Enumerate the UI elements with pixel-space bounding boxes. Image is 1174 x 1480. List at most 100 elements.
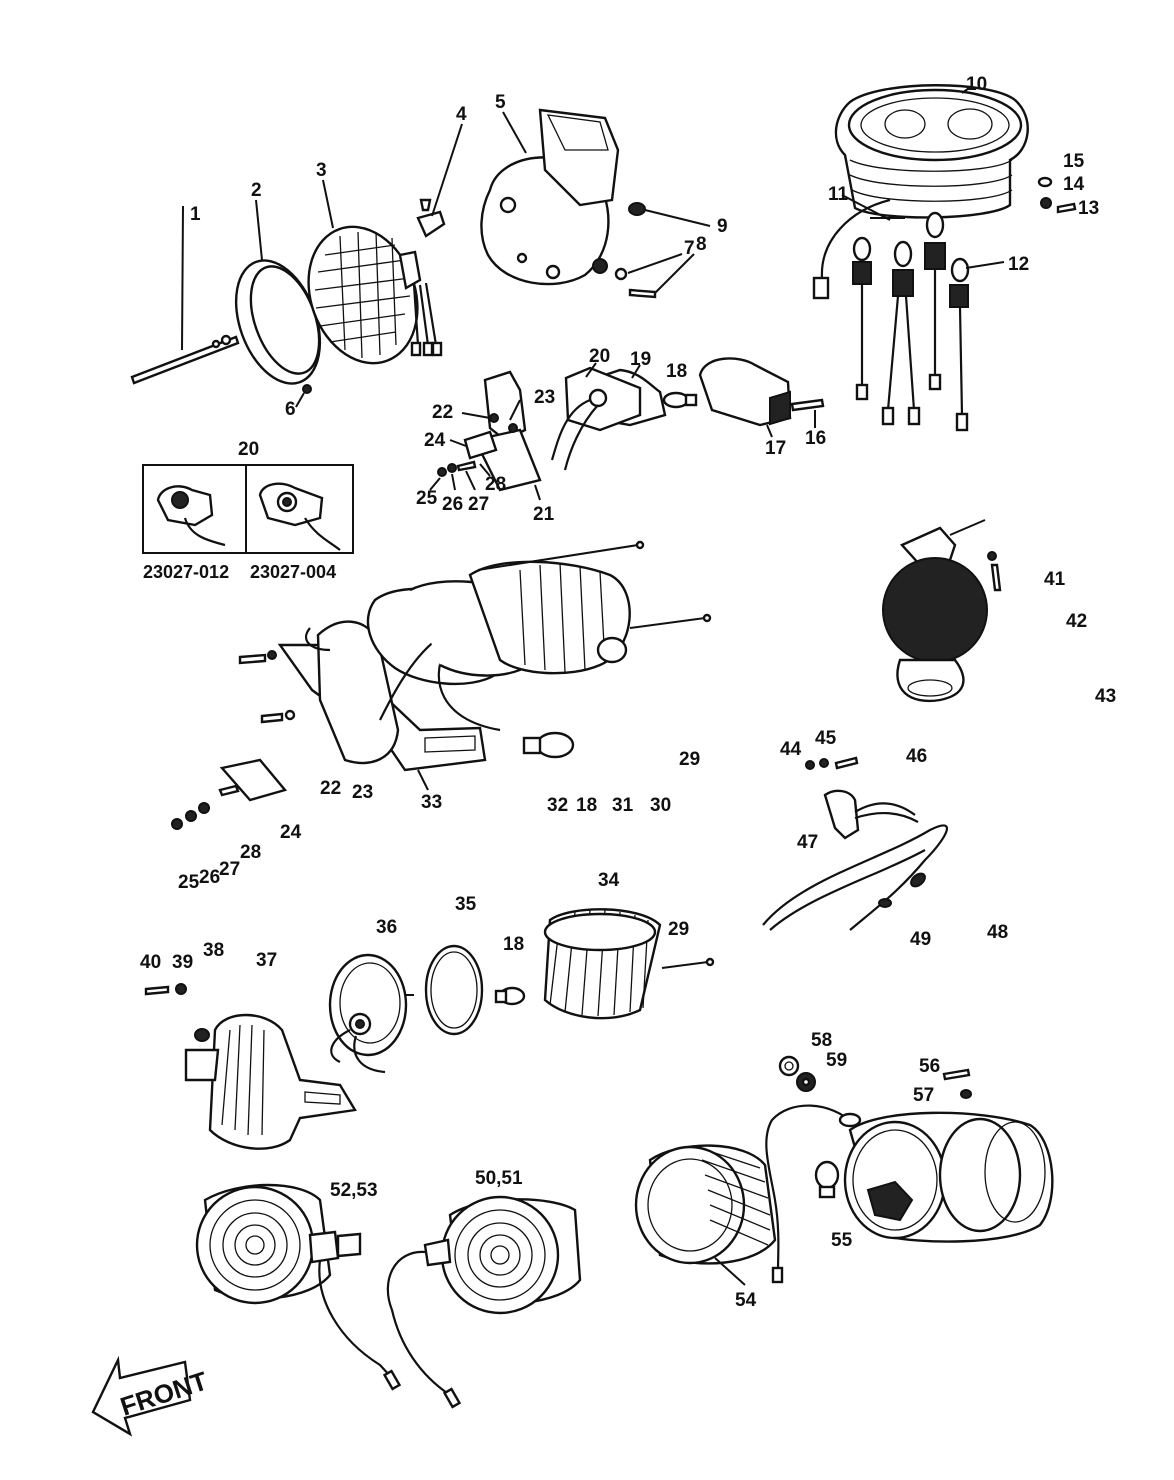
callout-35: 35 bbox=[455, 894, 477, 915]
callout-26a: 26 bbox=[442, 494, 463, 515]
callout-32: 32 bbox=[547, 795, 568, 816]
callout-23b: 23 bbox=[352, 782, 373, 803]
part-29-lower-screw bbox=[661, 957, 715, 969]
callout-45: 45 bbox=[815, 728, 837, 749]
callout-54: 54 bbox=[735, 1290, 757, 1311]
callout-7: 7 bbox=[684, 238, 695, 259]
part-41-42-horn-bolt bbox=[987, 551, 1002, 592]
part-7-washer bbox=[614, 253, 683, 281]
inset-box-part-20 bbox=[142, 464, 354, 554]
part-50-51-turn-signal bbox=[386, 1195, 582, 1409]
callout-33: 33 bbox=[421, 792, 442, 813]
callout-1: 1 bbox=[190, 204, 201, 225]
callout-56: 56 bbox=[919, 1056, 940, 1077]
callout-3: 3 bbox=[316, 160, 327, 181]
callout-2: 2 bbox=[251, 180, 262, 201]
part-36-lamp-base-round bbox=[328, 953, 414, 1074]
part-33-license-bracket bbox=[277, 620, 487, 791]
part-24-28-tail-parts bbox=[171, 758, 288, 830]
part-39-40-nut-bolt bbox=[144, 983, 187, 996]
callout-labels: 1 2 3 4 5 6 7 8 9 10 11 12 13 14 15 16 1… bbox=[140, 74, 1116, 1311]
part-10-meter-assembly bbox=[834, 84, 1029, 219]
part-56-57-58-59-hardware bbox=[778, 1055, 972, 1099]
callout-58: 58 bbox=[811, 1030, 832, 1051]
callout-10: 10 bbox=[966, 74, 987, 95]
inset-caption-a: 23027-012 bbox=[143, 562, 229, 582]
callout-59: 59 bbox=[826, 1050, 847, 1071]
callout-55: 55 bbox=[831, 1230, 853, 1251]
callout-13: 13 bbox=[1078, 198, 1099, 219]
callout-9: 9 bbox=[717, 216, 728, 237]
callout-49: 49 bbox=[910, 929, 931, 950]
callout-57: 57 bbox=[913, 1085, 934, 1106]
callout-50-51: 50,51 bbox=[475, 1168, 523, 1189]
callout-20b: 20 bbox=[238, 439, 259, 460]
callout-29a: 29 bbox=[679, 749, 700, 770]
part-18-lower-bulb bbox=[494, 986, 526, 1006]
part-24-28-small-parts bbox=[429, 430, 498, 491]
part-34-tail-lens-round bbox=[543, 908, 662, 1020]
callout-18c: 18 bbox=[503, 934, 524, 955]
callout-40: 40 bbox=[140, 952, 161, 973]
part-52-53-turn-signal bbox=[195, 1183, 402, 1391]
part-17-lamp-housing bbox=[698, 357, 792, 438]
callout-16: 16 bbox=[805, 428, 826, 449]
callout-36: 36 bbox=[376, 917, 397, 938]
part-8-bolt bbox=[628, 253, 695, 299]
callout-38: 38 bbox=[203, 940, 224, 961]
callout-18a: 18 bbox=[666, 361, 687, 382]
part-5-headlight-housing bbox=[480, 108, 620, 286]
callout-15: 15 bbox=[1063, 151, 1085, 172]
part-18-bulb-small bbox=[662, 391, 698, 409]
callout-41: 41 bbox=[1044, 569, 1066, 590]
callout-21: 21 bbox=[533, 504, 555, 525]
part-22-23-small-parts bbox=[461, 399, 521, 433]
callout-6: 6 bbox=[285, 399, 296, 420]
callout-25b: 25 bbox=[178, 872, 200, 893]
part-29-long-screws bbox=[477, 540, 712, 629]
part-20-lamp-base bbox=[550, 362, 642, 471]
callout-19: 19 bbox=[630, 349, 651, 370]
turn-signal-body bbox=[765, 1104, 1054, 1284]
callout-28a: 28 bbox=[485, 474, 506, 495]
callout-42: 42 bbox=[1066, 611, 1087, 632]
callout-17: 17 bbox=[765, 438, 786, 459]
callout-8: 8 bbox=[696, 234, 707, 255]
callout-26b: 26 bbox=[199, 867, 220, 888]
part-44-45-47-small bbox=[805, 756, 859, 770]
front-arrow: FRONT bbox=[91, 1355, 211, 1437]
callout-22b: 22 bbox=[320, 778, 341, 799]
part-49-connector bbox=[878, 898, 892, 908]
part-13-screw bbox=[1056, 202, 1077, 214]
callout-43: 43 bbox=[1095, 686, 1116, 707]
callout-29b: 29 bbox=[668, 919, 689, 940]
callout-27b: 27 bbox=[219, 859, 240, 880]
part-55-bulb bbox=[814, 1160, 840, 1199]
callout-27a: 27 bbox=[468, 494, 489, 515]
callout-46: 46 bbox=[906, 746, 927, 767]
part-38-grommet bbox=[194, 1028, 210, 1042]
part-37-tail-bracket bbox=[184, 1013, 357, 1150]
callout-25a: 25 bbox=[416, 488, 438, 509]
part-4-adjust-screw bbox=[416, 123, 463, 238]
part-6-screw bbox=[295, 384, 312, 408]
callout-5: 5 bbox=[495, 92, 506, 113]
callout-48: 48 bbox=[987, 922, 1008, 943]
callout-18b: 18 bbox=[576, 795, 597, 816]
part-1-headlight-bolt bbox=[130, 205, 240, 385]
part-22-23-tail-screws bbox=[238, 650, 296, 724]
inset-caption-b: 23027-004 bbox=[250, 562, 336, 582]
callout-4: 4 bbox=[456, 104, 467, 125]
callout-24b: 24 bbox=[280, 822, 302, 843]
part-46-switch bbox=[823, 789, 919, 840]
callout-22a: 22 bbox=[432, 402, 453, 423]
part-9-grommet bbox=[628, 202, 711, 227]
part-16-screw bbox=[790, 398, 825, 428]
callout-44: 44 bbox=[780, 739, 802, 760]
callout-24a: 24 bbox=[424, 430, 446, 451]
callout-39: 39 bbox=[172, 952, 193, 973]
part-48-harness bbox=[762, 824, 949, 931]
callout-30: 30 bbox=[650, 795, 671, 816]
part-54-lens bbox=[634, 1144, 777, 1286]
